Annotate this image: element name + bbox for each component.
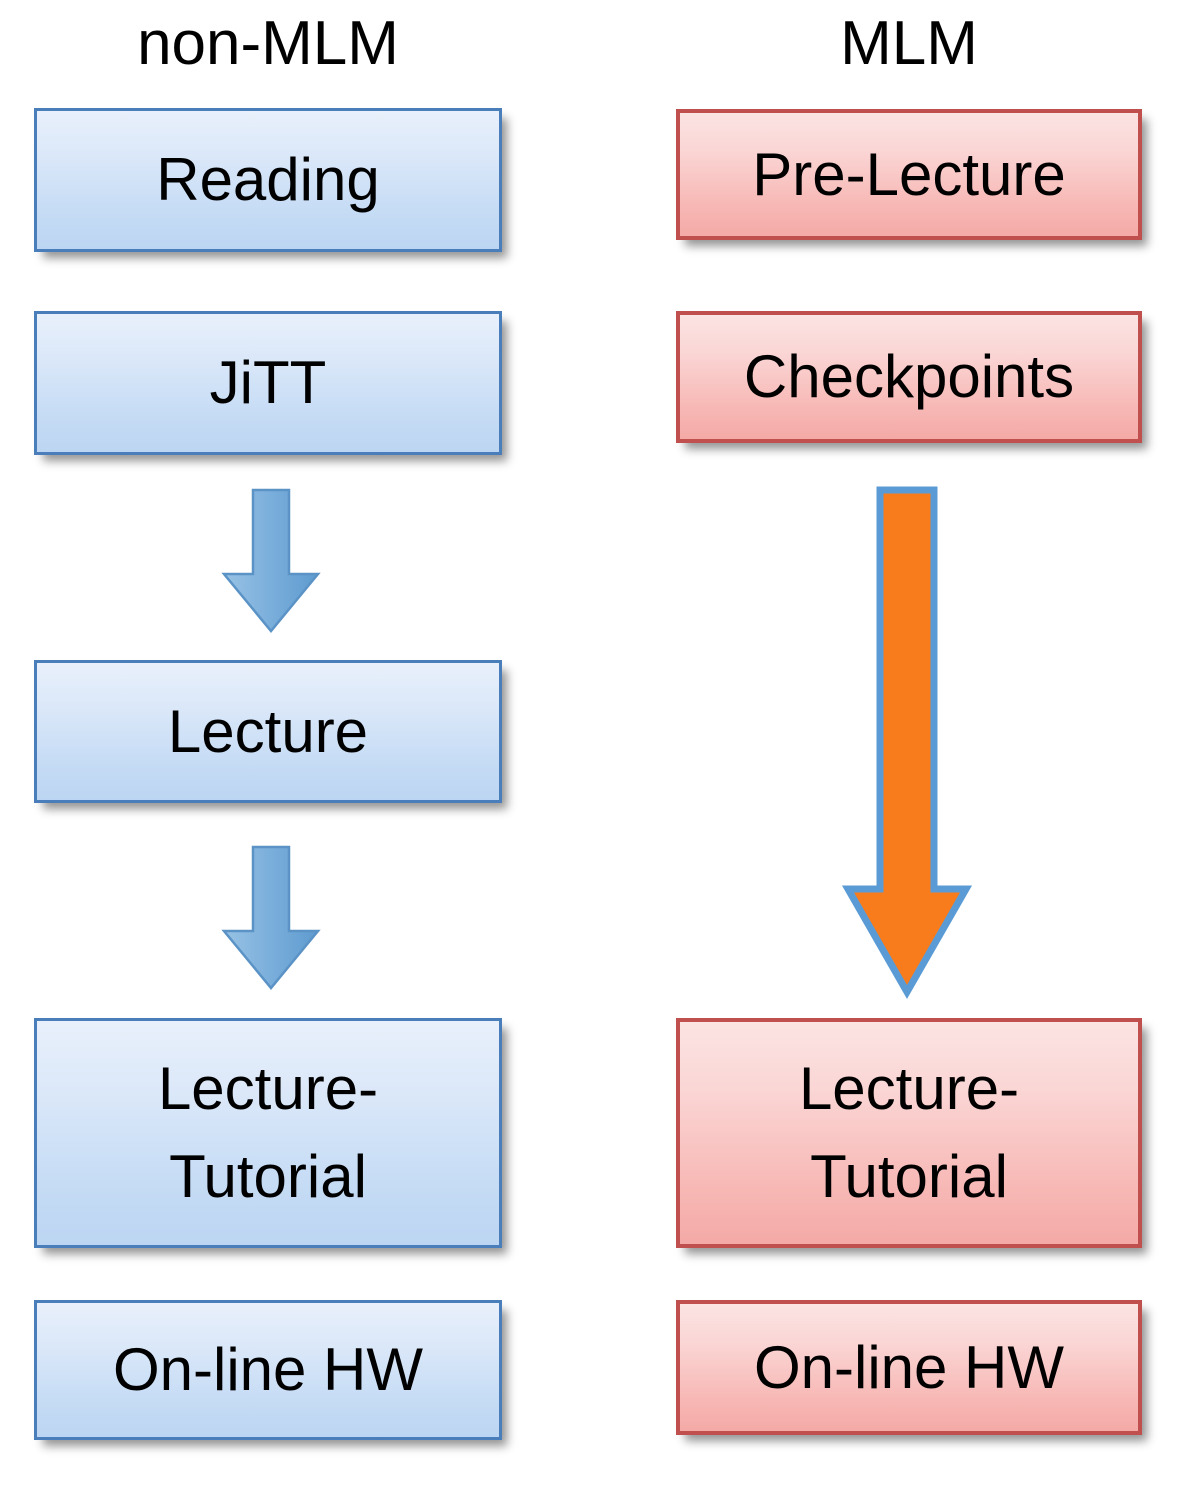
node-lecture[interactable]: Lecture bbox=[34, 660, 502, 803]
node-lecture-label: Lecture bbox=[167, 697, 369, 765]
node-checkpoints[interactable]: Checkpoints bbox=[676, 311, 1142, 443]
arrow-checkpoints-to-lecture-tutorial bbox=[841, 486, 973, 1000]
column-header-mlm: MLM bbox=[840, 9, 978, 78]
node-online-hw-right[interactable]: On-line HW bbox=[676, 1300, 1142, 1435]
node-online-hw-right-label: On-line HW bbox=[753, 1333, 1065, 1401]
node-reading-label: Reading bbox=[156, 146, 380, 213]
node-checkpoints-label: Checkpoints bbox=[743, 343, 1075, 410]
node-lecture-tutorial-left-label: Lecture-Tutorial bbox=[157, 1055, 379, 1210]
node-online-hw-left[interactable]: On-line HW bbox=[34, 1300, 502, 1440]
node-lecture-tutorial-left[interactable]: Lecture-Tutorial bbox=[34, 1018, 502, 1248]
node-pre-lecture[interactable]: Pre-Lecture bbox=[676, 109, 1142, 240]
node-lecture-tutorial-right-label: Lecture-Tutorial bbox=[798, 1055, 1020, 1210]
node-reading[interactable]: Reading bbox=[34, 108, 502, 252]
node-jitt[interactable]: JiTT bbox=[34, 311, 502, 455]
node-online-hw-left-label: On-line HW bbox=[112, 1336, 424, 1403]
column-header-non-mlm: non-MLM bbox=[137, 9, 399, 78]
node-pre-lecture-label: Pre-Lecture bbox=[752, 140, 1066, 208]
node-jitt-label: JiTT bbox=[209, 349, 327, 416]
arrow-jitt-to-lecture bbox=[221, 488, 321, 634]
node-lecture-tutorial-right[interactable]: Lecture-Tutorial bbox=[676, 1018, 1142, 1248]
arrow-lecture-to-lecture-tutorial bbox=[221, 845, 321, 991]
